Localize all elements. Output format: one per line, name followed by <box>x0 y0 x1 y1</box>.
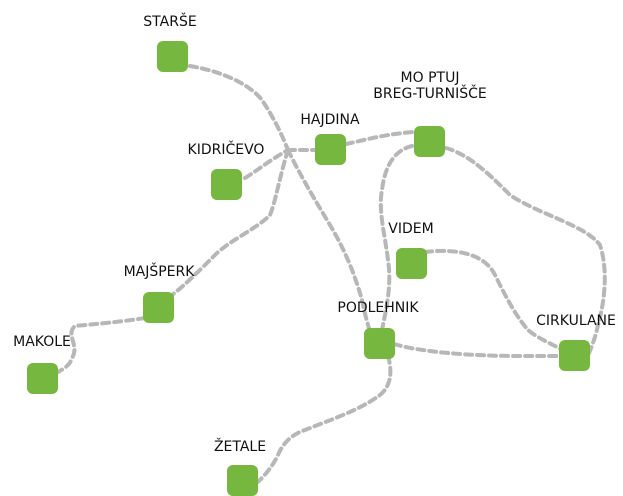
municipality-label: ŽETALE <box>214 437 266 455</box>
municipality-makole[interactable]: MAKOLE <box>13 334 71 394</box>
municipality-marker[interactable] <box>396 248 427 279</box>
route-junction-majsperk <box>170 148 290 297</box>
route-majsperk-makole <box>56 316 147 374</box>
route-junction-podlehnik <box>286 148 372 334</box>
route-videm-cirkulane <box>423 248 564 352</box>
municipality-label: KIDRIČEVO <box>188 140 265 158</box>
municipality-label: BREG-TURNIŠČE <box>373 84 486 102</box>
municipality-label: PODLEHNIK <box>337 300 419 316</box>
municipality-marker[interactable] <box>227 465 258 496</box>
municipality-kidricevo[interactable]: KIDRIČEVO <box>188 140 265 200</box>
route-hajdina-ptuj <box>344 130 416 146</box>
municipality-label: HAJDINA <box>300 112 360 128</box>
route-ptuj-cirkulane <box>444 146 607 358</box>
municipality-label: STARŠE <box>143 12 196 30</box>
municipality-label: MAJŠPERK <box>124 262 196 280</box>
municipality-marker[interactable] <box>559 340 590 371</box>
route-podlehnik-zetale <box>256 354 393 484</box>
municipality-marker[interactable] <box>414 126 445 157</box>
municipality-starse[interactable]: STARŠE <box>143 12 197 72</box>
municipality-label: VIDEM <box>388 221 433 237</box>
route-lines <box>56 64 607 484</box>
route-podlehnik-cirkulane <box>392 342 564 358</box>
municipality-marker[interactable] <box>315 134 346 165</box>
route-ptuj-videm <box>378 144 414 332</box>
municipality-marker[interactable] <box>157 41 188 72</box>
municipality-label: MAKOLE <box>13 334 71 350</box>
route-starse-hajdina <box>188 64 290 152</box>
municipality-marker[interactable] <box>27 363 58 394</box>
municipality-label: CIRKULANE <box>536 313 616 329</box>
municipality-marker[interactable] <box>364 328 395 359</box>
municipality-hajdina[interactable]: HAJDINA <box>300 112 360 165</box>
municipality-podlehnik[interactable]: PODLEHNIK <box>337 300 419 359</box>
municipality-label: MO PTUJ <box>401 70 460 86</box>
municipality-zetale[interactable]: ŽETALE <box>214 437 266 496</box>
municipality-videm[interactable]: VIDEM <box>388 221 434 279</box>
route-kidricevo-junction <box>243 148 290 180</box>
municipality-majsperk[interactable]: MAJŠPERK <box>124 262 196 323</box>
municipality-cirkulane[interactable]: CIRKULANE <box>536 313 616 371</box>
municipality-marker[interactable] <box>211 169 242 200</box>
municipality-marker[interactable] <box>143 292 174 323</box>
